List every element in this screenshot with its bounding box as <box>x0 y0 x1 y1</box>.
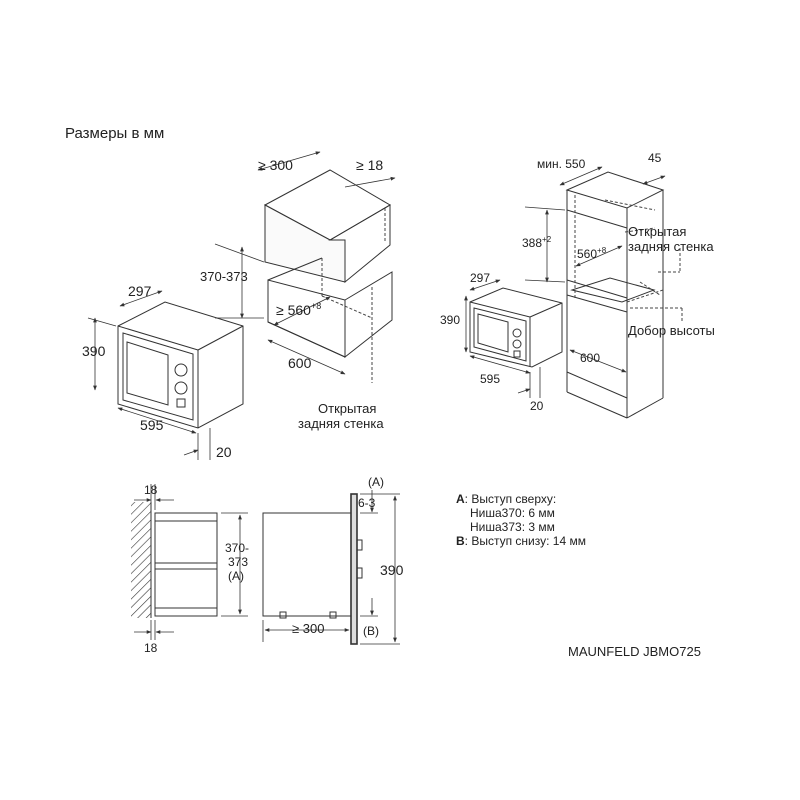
dim-section-niche-2: 373 <box>228 555 248 569</box>
label-open-back-1: Открытая <box>318 401 376 416</box>
microwave-window <box>126 341 169 406</box>
knob-icon <box>174 381 188 395</box>
dim-section-depth: ≥ 300 <box>292 621 324 636</box>
dim-niche-depth: ≥ 560+8 <box>276 301 321 318</box>
knob-icon <box>512 328 522 338</box>
side-section-view: 18 18 370- 373 (A) ≥ 300 (A) 6-3 (B) 390 <box>131 475 404 655</box>
dim-cabinet-depth: ≥ 300 <box>258 157 293 173</box>
dim-niche-width: 600 <box>288 355 312 371</box>
dim-right-oven-protrusion: 20 <box>530 399 544 413</box>
dim-tall-niche-height: 388+2 <box>522 235 552 250</box>
dim-tall-niche-depth: 560+8 <box>577 246 607 261</box>
label-tall-open-back-2: задняя стенка <box>628 239 714 254</box>
microwave-left: 297 390 595 20 <box>82 283 244 460</box>
mark-a: (A) <box>368 475 384 489</box>
notes-legend: A: Выступ сверху: Ниша370: 6 мм Ниша373:… <box>456 492 586 548</box>
upper-cabinet-front <box>264 204 346 283</box>
knob-icon <box>174 363 188 377</box>
note-a: A: Выступ сверху: <box>456 492 557 506</box>
label-tall-open-back-1: Открытая <box>628 224 686 239</box>
dim-cabinet-panel: ≥ 18 <box>356 157 383 173</box>
dim-oven-protrusion: 20 <box>216 444 232 460</box>
dim-section-niche-1: 370- <box>225 541 249 555</box>
label-height-addon: Добор высоты <box>628 323 715 338</box>
niche-right-wall <box>344 271 393 359</box>
dim-top-panel: 18 <box>144 483 158 497</box>
note-niche-370: Ниша370: 6 мм <box>470 506 555 520</box>
label-open-back-2: задняя стенка <box>298 416 384 431</box>
wall-hatch <box>131 502 151 618</box>
dim-tall-niche-width: 600 <box>580 351 600 365</box>
dim-bottom-panel: 18 <box>144 641 158 655</box>
knob-icon <box>512 339 522 349</box>
wall-cabinet-view: ≥ 300 ≥ 18 370-373 ≥ 560+8 600 Открытая … <box>200 151 396 431</box>
dim-protrusion: 6-3 <box>358 496 376 510</box>
dim-section-oven-height: 390 <box>380 562 404 578</box>
microwave-right: 297 390 595 20 <box>440 271 563 413</box>
model-name: MAUNFELD JBMO725 <box>568 644 701 659</box>
dim-niche-height: 370-373 <box>200 269 248 284</box>
note-niche-373: Ниша373: 3 мм <box>470 520 555 534</box>
dim-tall-min-width: мин. 550 <box>537 157 586 171</box>
dim-right-oven-height: 390 <box>440 313 460 327</box>
dim-oven-height: 390 <box>82 343 106 359</box>
dim-section-niche-3: (A) <box>228 569 244 583</box>
dim-right-oven-width: 595 <box>480 372 500 386</box>
tall-cabinet-view: мин. 550 45 388+2 560+8 Открытая задняя … <box>522 151 715 419</box>
dim-oven-depth: 297 <box>128 283 152 299</box>
dim-right-oven-depth: 297 <box>470 271 490 285</box>
note-b: B: Выступ снизу: 14 мм <box>456 534 586 548</box>
mark-b: (B) <box>363 624 379 638</box>
dim-tall-panel: 45 <box>648 151 662 165</box>
page-title: Размеры в мм <box>65 125 165 142</box>
dim-oven-width: 595 <box>140 417 164 433</box>
upper-cabinet-side <box>328 204 391 284</box>
